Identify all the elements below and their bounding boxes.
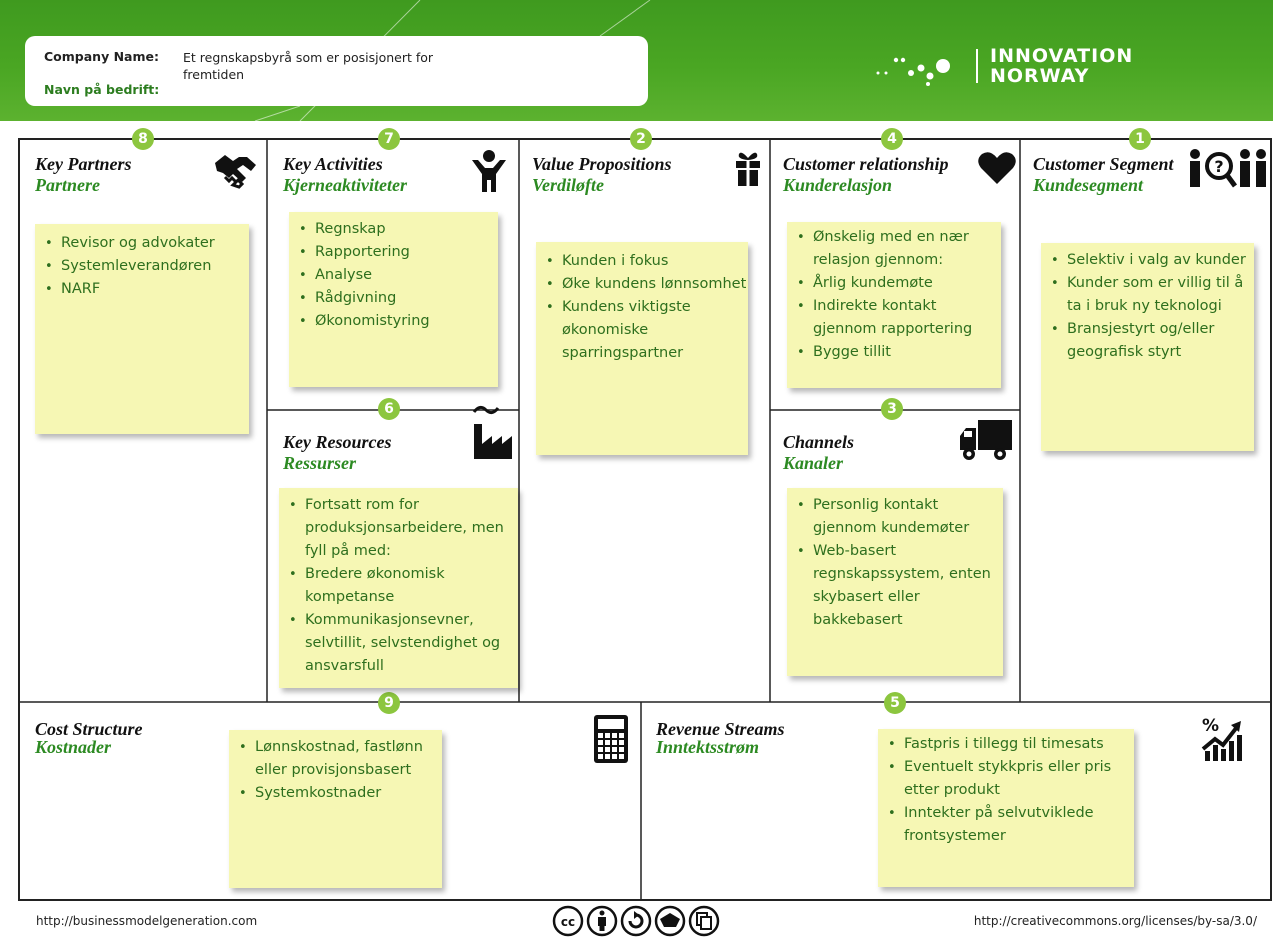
block-subtitle: Ressurser	[283, 453, 357, 473]
sticky-note-key-resources: Fortsatt rom for produksjonsarbeidere, m…	[279, 488, 518, 688]
badge-key-activities: 7	[378, 128, 400, 150]
block-subtitle: Kundesegment	[1033, 175, 1144, 195]
gift-icon	[736, 152, 760, 186]
list-item: Indirekte kontakt gjennom rapportering	[787, 295, 1001, 341]
svg-text:%: %	[1202, 716, 1219, 736]
list-item: Lønnskostnad, fastlønn eller provisjonsb…	[229, 736, 442, 782]
list-item: Rådgivning	[289, 287, 498, 310]
block-subtitle: Kunderelasjon	[783, 175, 893, 195]
block-title: Key Activities	[283, 154, 383, 174]
company-name-label-norwegian: Navn på bedrift:	[44, 82, 160, 97]
badge-revenue-streams: 5	[884, 692, 906, 714]
logo-dots-icon	[876, 57, 950, 86]
block-subtitle: Verdiløfte	[532, 175, 604, 195]
block-title: Customer relationship	[783, 154, 949, 174]
by-icon	[586, 905, 618, 937]
list-item: Inntekter på selvutviklede frontsystemer	[878, 802, 1134, 848]
svg-text:cc: cc	[561, 915, 575, 929]
list-item: Kundens viktigste økonomiske sparringspa…	[536, 296, 748, 365]
badge-key-partners: 8	[132, 128, 154, 150]
block-subtitle: Inntektsstrøm	[656, 737, 760, 757]
sticky-note-revenue-streams: Fastpris i tillegg til timesats Eventuel…	[878, 729, 1134, 887]
block-subtitle: Kanaler	[783, 453, 844, 473]
list-item: Eventuelt stykkpris eller pris etter pro…	[878, 756, 1134, 802]
list-item: Rapportering	[289, 241, 498, 264]
innovation-norway-logo: INNOVATION NORWAY	[870, 46, 1170, 90]
footer-link-businessmodelgeneration[interactable]: http://businessmodelgeneration.com	[36, 914, 258, 928]
list-item: NARF	[35, 278, 249, 301]
list-item: Ønskelig med en nær relasjon gjennom:	[787, 226, 1001, 272]
logo-line-1: INNOVATION	[990, 45, 1134, 67]
list-item: Årlig kundemøte	[787, 272, 1001, 295]
footer-link-creativecommons[interactable]: http://creativecommons.org/licenses/by-s…	[973, 914, 1257, 928]
list-item: Bransjestyrt og/eller geografisk styrt	[1041, 318, 1250, 364]
list-item: Systemleverandøren	[35, 255, 249, 278]
list-item: Revisor og advokater	[35, 232, 249, 255]
list-item: Bygge tillit	[787, 341, 1001, 364]
revenue-chart-icon: %	[1201, 716, 1242, 761]
block-title: Customer Segment	[1033, 154, 1174, 174]
company-name-box: Company Name: Navn på bedrift: Et regnsk…	[25, 36, 648, 106]
block-title: Key Partners	[35, 154, 132, 174]
list-item: Regnskap	[289, 218, 498, 241]
block-title: Cost Structure	[35, 719, 143, 739]
logo-text: INNOVATION NORWAY	[990, 46, 1133, 86]
block-title: Key Resources	[283, 432, 392, 452]
list-item: Bredere økonomisk kompetanse	[279, 563, 512, 609]
badge-customer-segment: 1	[1129, 128, 1151, 150]
badge-channels: 3	[881, 398, 903, 420]
block-title: Value Propositions	[532, 154, 672, 174]
badge-value-propositions: 2	[630, 128, 652, 150]
block-title: Revenue Streams	[656, 719, 785, 739]
list-item: Personlig kontakt gjennom kundemøter	[787, 494, 1003, 540]
list-item: Økonomistyring	[289, 310, 498, 333]
block-subtitle: Partnere	[35, 175, 100, 195]
person-icon	[472, 150, 506, 192]
sticky-note-customer-relationship: Ønskelig med en nær relasjon gjennom: År…	[787, 222, 1001, 388]
list-item: Selektiv i valg av kunder	[1041, 249, 1250, 272]
list-item: Fastpris i tillegg til timesats	[878, 733, 1134, 756]
block-title: Channels	[783, 432, 855, 452]
company-name-label: Company Name:	[44, 49, 159, 64]
badge-key-resources: 6	[378, 398, 400, 420]
list-item: Kommunikasjonsevner, selvtillit, selvste…	[279, 609, 512, 678]
factory-icon	[472, 405, 512, 459]
nd-icon	[688, 905, 720, 937]
sticky-note-cost-structure: Lønnskostnad, fastlønn eller provisjonsb…	[229, 730, 442, 888]
sticky-note-channels: Personlig kontakt gjennom kundemøter Web…	[787, 488, 1003, 676]
logo-line-2: NORWAY	[990, 65, 1090, 87]
svg-text:?: ?	[1214, 157, 1223, 176]
badge-cost-structure: 9	[378, 692, 400, 714]
calculator-icon	[594, 715, 628, 763]
heart-icon	[978, 152, 1016, 184]
sticky-note-key-partners: Revisor og advokater Systemleverandøren …	[35, 224, 249, 434]
list-item: Kunden i fokus	[536, 250, 748, 273]
people-search-icon: ?	[1190, 149, 1266, 188]
nc-icon	[654, 905, 686, 937]
badge-customer-relationship: 4	[881, 128, 903, 150]
creative-commons-icons: cc	[552, 905, 720, 937]
list-item: Web-basert regnskapssystem, enten skybas…	[787, 540, 1003, 632]
sticky-note-customer-segment: Selektiv i valg av kunder Kunder som er …	[1041, 243, 1254, 451]
list-item: Øke kundens lønnsomhet	[536, 273, 748, 296]
sticky-note-value-propositions: Kunden i fokus Øke kundens lønnsomhet Ku…	[536, 242, 748, 455]
company-name-value: Et regnskapsbyrå som er posisjonert for …	[183, 50, 434, 82]
cc-icon: cc	[552, 905, 584, 937]
list-item: Fortsatt rom for produksjonsarbeidere, m…	[279, 494, 512, 563]
header-banner: Company Name: Navn på bedrift: Et regnsk…	[0, 0, 1273, 121]
block-subtitle: Kostnader	[35, 737, 112, 757]
sa-icon	[620, 905, 652, 937]
list-item: Analyse	[289, 264, 498, 287]
truck-icon	[960, 420, 1012, 460]
block-subtitle: Kjerneaktiviteter	[283, 175, 407, 195]
logo-separator	[976, 49, 978, 83]
list-item: Kunder som er villig til å ta i bruk ny …	[1041, 272, 1250, 318]
list-item: Systemkostnader	[229, 782, 442, 805]
handshake-icon	[215, 155, 256, 189]
sticky-note-key-activities: Regnskap Rapportering Analyse Rådgivning…	[289, 212, 498, 387]
